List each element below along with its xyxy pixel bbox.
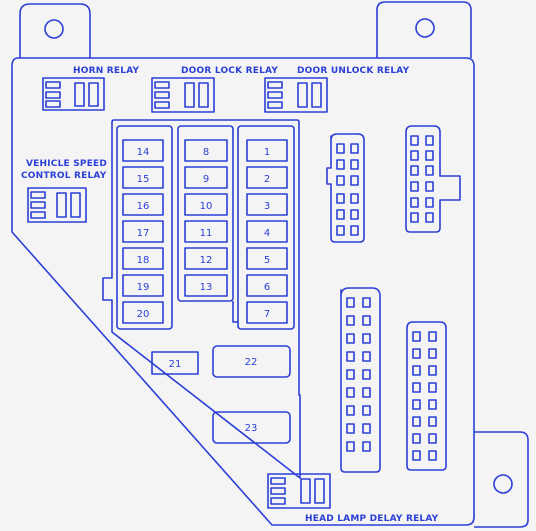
fuse-column-left: 14 15 16 17 18 19 20 [122, 139, 164, 324]
door-lock-relay-label: DOOR LOCK RELAY [181, 66, 278, 76]
fuse-block-outline [102, 119, 301, 479]
fuse-column-right-frame [237, 125, 295, 330]
fuse-slot [122, 274, 164, 297]
vehicle-speed-relay-label-line2: CONTROL RELAY [21, 171, 107, 181]
connector-top-middle [326, 133, 365, 243]
head-lamp-delay-relay-label: HEAD LAMP DELAY RELAY [305, 514, 439, 524]
fuse-slot [184, 193, 228, 216]
horn-relay-label: HORN RELAY [73, 66, 139, 76]
fuse-slot-21 [151, 351, 199, 375]
fuse-slot-22 [212, 345, 291, 378]
fuse-slot [246, 193, 288, 216]
fuse-number: 14 [137, 147, 150, 158]
fuse-slot [184, 139, 228, 162]
fuse-divider [232, 301, 238, 323]
fuse-slot [246, 301, 288, 324]
connector-lower-right [406, 321, 447, 471]
door-unlock-relay-label: DOOR UNLOCK RELAY [297, 66, 410, 76]
fuse-slot-23 [212, 411, 291, 444]
fuse-number: 3 [264, 201, 270, 212]
fuse-number: 18 [137, 255, 150, 266]
fuse-number: 12 [200, 255, 213, 266]
fuse-slot [122, 166, 164, 189]
fuse-slot [184, 274, 228, 297]
fuse-column-mid: 8 9 10 11 12 13 [184, 139, 228, 297]
connector-top-right [405, 125, 461, 233]
horn-relay [42, 77, 105, 111]
fuse-number-21: 21 [169, 359, 182, 370]
fuse-slot [122, 247, 164, 270]
fuse-number: 10 [200, 201, 213, 212]
fuse-number: 13 [200, 282, 213, 293]
fuse-slot [246, 139, 288, 162]
mounting-tab-left [19, 3, 91, 58]
fuse-number-23: 23 [245, 423, 258, 434]
fuse-slot [246, 274, 288, 297]
fuse-slot [246, 166, 288, 189]
fuse-slot [246, 247, 288, 270]
fuse-number: 20 [137, 309, 150, 320]
connector-lower-middle [340, 287, 381, 473]
fuse-column-right: 1 2 3 4 5 6 7 [246, 139, 288, 324]
fuse-box-housing [11, 57, 475, 526]
vehicle-speed-control-relay [27, 187, 87, 223]
door-unlock-relay [264, 77, 328, 113]
fuse-number: 2 [264, 174, 270, 185]
fuse-column-mid-frame [177, 125, 234, 302]
fuse-number: 9 [203, 174, 209, 185]
fuse-number: 5 [264, 255, 270, 266]
vehicle-speed-relay-label-line1: VEHICLE SPEED [26, 159, 107, 169]
fuse-number: 15 [137, 174, 150, 185]
fuse-number: 8 [203, 147, 209, 158]
mounting-tab-bottom-right [474, 431, 529, 528]
fuse-number: 7 [264, 309, 270, 320]
fuse-slot [184, 220, 228, 243]
fuse-slot [122, 193, 164, 216]
fuse-slot [122, 139, 164, 162]
fuse-number: 17 [137, 228, 150, 239]
fuse-slot [184, 166, 228, 189]
fuse-number: 16 [137, 201, 150, 212]
mounting-tab-right [376, 1, 472, 58]
fuse-slot [184, 247, 228, 270]
fuse-number: 19 [137, 282, 150, 293]
fuse-number-22: 22 [245, 357, 258, 368]
fuse-number: 1 [264, 147, 270, 158]
fuse-number: 4 [264, 228, 270, 239]
fuse-column-left-frame [116, 125, 173, 330]
fuse-slot [246, 220, 288, 243]
fuse-number: 11 [200, 228, 213, 239]
fuse-number: 6 [264, 282, 270, 293]
fuse-slot [122, 220, 164, 243]
fuse-slot [122, 301, 164, 324]
head-lamp-delay-relay [267, 473, 331, 509]
door-lock-relay [151, 77, 215, 113]
